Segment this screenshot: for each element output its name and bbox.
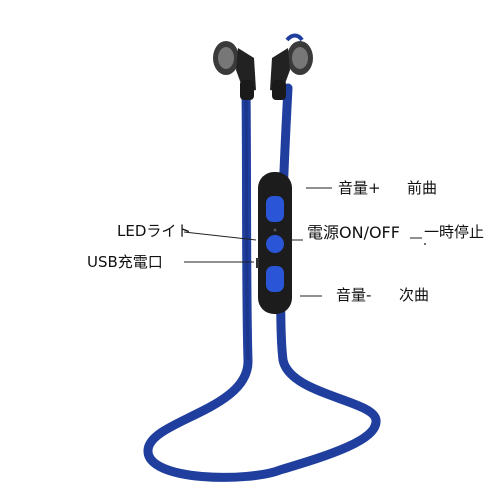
- label-next-track: 次曲: [399, 286, 430, 304]
- power-button: [266, 235, 284, 253]
- led-indicator: [273, 228, 277, 232]
- label-volume-up: 音量+: [338, 179, 381, 197]
- callout-line-led: [183, 231, 257, 241]
- volume-down-button: [266, 266, 284, 292]
- label-previous-track: 前曲: [407, 179, 438, 197]
- usb-port: [256, 258, 259, 268]
- left-earbud: [213, 41, 256, 100]
- label-volume-down: 音量-: [336, 286, 372, 304]
- volume-up-button: [266, 196, 284, 222]
- label-led-light: LEDライト: [117, 222, 192, 240]
- inline-remote: [256, 172, 292, 314]
- label-power-onoff: 電源ON/OFF: [307, 223, 400, 242]
- right-earbud: [270, 33, 313, 100]
- label-pause: 一時停止: [424, 223, 485, 241]
- label-usb-charging: USB充電口: [87, 253, 163, 271]
